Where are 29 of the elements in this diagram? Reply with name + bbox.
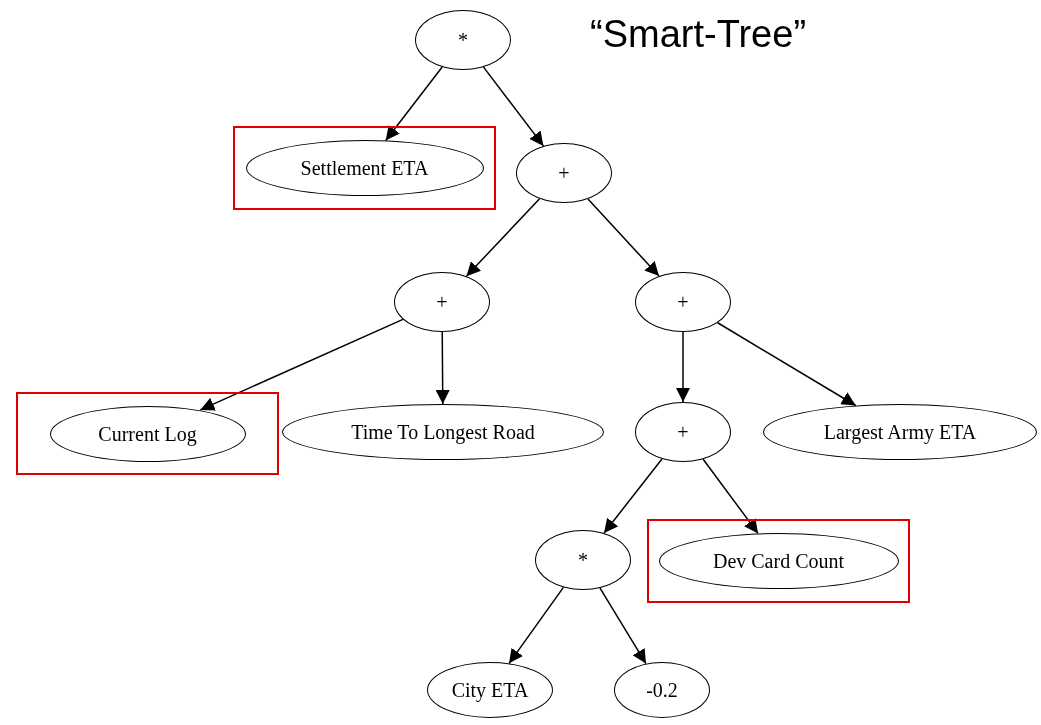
arrow	[465, 198, 541, 277]
arrow	[508, 586, 565, 665]
node-label: Largest Army ETA	[823, 420, 977, 446]
arrow	[702, 458, 759, 535]
highlight-box	[233, 126, 496, 210]
arrow	[435, 331, 450, 405]
arrow	[384, 66, 443, 142]
arrow	[603, 458, 663, 534]
node-label: *	[578, 548, 588, 573]
node-label: Time To Longest Road	[351, 420, 535, 446]
arrow	[676, 331, 690, 403]
arrow	[199, 318, 404, 411]
arrow	[587, 198, 660, 277]
node-label: +	[436, 290, 448, 315]
node-label: *	[458, 28, 468, 53]
node-label: City ETA	[451, 678, 529, 704]
title: “Smart-Tree”	[590, 12, 807, 57]
arrow	[599, 587, 647, 665]
node-label: +	[677, 290, 689, 315]
node-label: +	[558, 161, 570, 186]
node-label: -0.2	[646, 678, 678, 703]
node-label: Current Log	[98, 421, 197, 448]
node-label: +	[677, 420, 689, 445]
node-label: Dev Card Count	[712, 549, 845, 574]
highlight-box	[647, 519, 910, 603]
node-label: Settlement ETA	[300, 156, 429, 181]
arrow	[716, 322, 857, 407]
arrow	[482, 66, 545, 147]
highlight-box	[16, 392, 279, 475]
